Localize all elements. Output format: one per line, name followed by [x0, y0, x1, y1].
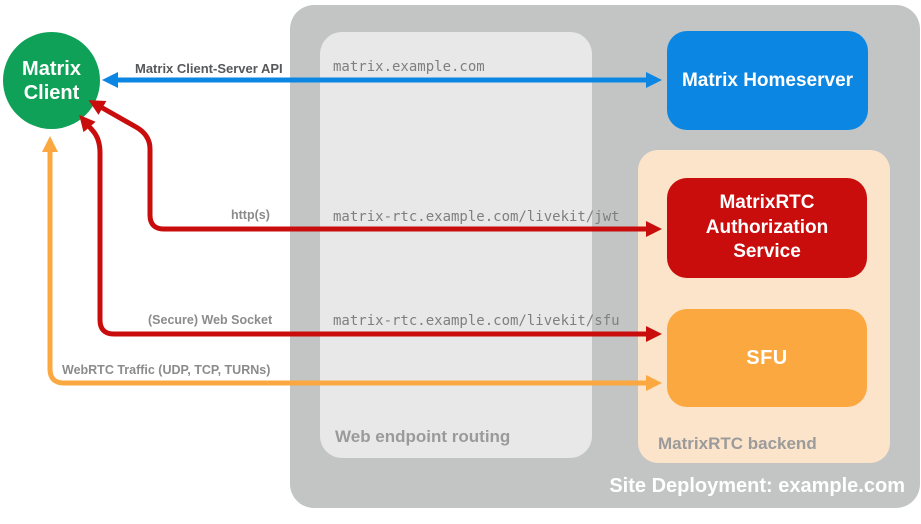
matrixrtc-authorization-service-label: MatrixRTC Authorization Service — [705, 191, 829, 263]
endpoint-livekit-jwt: matrix-rtc.example.com/livekit/jwt — [333, 209, 620, 225]
web-endpoint-routing-label: Web endpoint routing — [335, 427, 511, 446]
matrix-client-label: Matrix Client — [22, 57, 81, 104]
matrixrtc-authorization-service-node: MatrixRTC Authorization Service — [667, 178, 867, 278]
endpoint-matrix-domain: matrix.example.com — [333, 59, 485, 75]
site-deployment-label: Site Deployment: example.com — [609, 475, 905, 497]
matrix-homeserver-label: Matrix Homeserver — [681, 69, 854, 91]
matrixrtc-backend-label: MatrixRTC backend — [658, 434, 817, 453]
sfu-label: SFU — [746, 346, 788, 369]
endpoint-livekit-sfu: matrix-rtc.example.com/livekit/sfu — [333, 313, 620, 329]
http-arrow-label: http(s) — [231, 208, 270, 222]
webrtc-arrow-label: WebRTC Traffic (UDP, TCP, TURNs) — [62, 363, 271, 377]
sfu-node: SFU — [667, 309, 867, 407]
matrix-homeserver-node: Matrix Homeserver — [667, 31, 868, 130]
client-server-api-arrow-label: Matrix Client-Server API — [135, 61, 283, 76]
websocket-arrow-label: (Secure) Web Socket — [148, 313, 273, 327]
web-endpoint-routing-panel: Web endpoint routing — [320, 32, 592, 458]
matrix-client-node: Matrix Client — [3, 32, 100, 129]
